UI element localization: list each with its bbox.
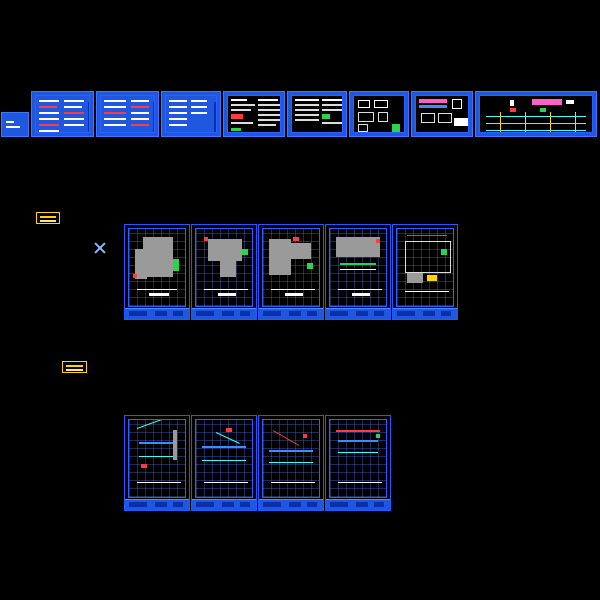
detail-sheet-1[interactable]: [349, 91, 409, 137]
system-diagram-body: [479, 95, 593, 133]
index-sheet-1-table: [35, 95, 90, 133]
floor-plan-4-drawing: [329, 228, 387, 307]
floor-plan-1-drawing: [128, 228, 186, 307]
floor-plan-2-titleblock: [192, 308, 256, 319]
notes-sheet-2-body: [291, 95, 343, 133]
floor-plan-sheet-1[interactable]: [124, 224, 190, 320]
piping-plan-1-titleblock: [125, 499, 189, 510]
piping-plan-2-drawing: [195, 419, 253, 498]
section-tag-1[interactable]: [36, 212, 60, 224]
cover-text-mark: [6, 121, 14, 123]
piping-plan-4-titleblock: [326, 499, 390, 510]
index-sheet-3-table: [165, 95, 217, 133]
floor-plan-5-titleblock: [393, 308, 457, 319]
floor-plan-3-titleblock: [259, 308, 323, 319]
piping-plan-sheet-3[interactable]: [258, 415, 324, 511]
piping-plan-3-drawing: [262, 419, 320, 498]
floor-plan-2-drawing: [195, 228, 253, 307]
piping-plan-sheet-1[interactable]: [124, 415, 190, 511]
floor-plan-sheet-4[interactable]: [325, 224, 391, 320]
index-sheet-1[interactable]: [31, 91, 94, 137]
piping-plan-1-drawing: [128, 419, 186, 498]
piping-plan-sheet-4[interactable]: [325, 415, 391, 511]
piping-plan-3-titleblock: [259, 499, 323, 510]
index-sheet-2-table: [100, 95, 155, 133]
piping-plan-2-titleblock: [192, 499, 256, 510]
notes-sheet-1[interactable]: [223, 91, 285, 137]
floor-plan-3-drawing: [262, 228, 320, 307]
notes-sheet-2[interactable]: [287, 91, 347, 137]
system-diagram-sheet[interactable]: [475, 91, 597, 137]
piping-plan-sheet-2[interactable]: [191, 415, 257, 511]
detail-sheet-2[interactable]: [411, 91, 473, 137]
floor-plan-sheet-3[interactable]: [258, 224, 324, 320]
index-sheet-3[interactable]: [161, 91, 221, 137]
cover-sheet[interactable]: [1, 112, 29, 137]
floor-plan-sheet-5[interactable]: [392, 224, 458, 320]
floor-plan-4-titleblock: [326, 308, 390, 319]
floor-plan-5-drawing: [396, 228, 454, 307]
floor-plan-1-titleblock: [125, 308, 189, 319]
piping-plan-4-drawing: [329, 419, 387, 498]
notes-sheet-1-body: [227, 95, 281, 133]
crosshair-icon: [93, 241, 107, 255]
floor-plan-sheet-2[interactable]: [191, 224, 257, 320]
detail-sheet-1-body: [353, 95, 405, 133]
section-tag-2[interactable]: [62, 361, 87, 373]
cover-text-mark-2: [6, 126, 20, 128]
index-sheet-2[interactable]: [96, 91, 159, 137]
detail-sheet-2-body: [415, 95, 469, 133]
